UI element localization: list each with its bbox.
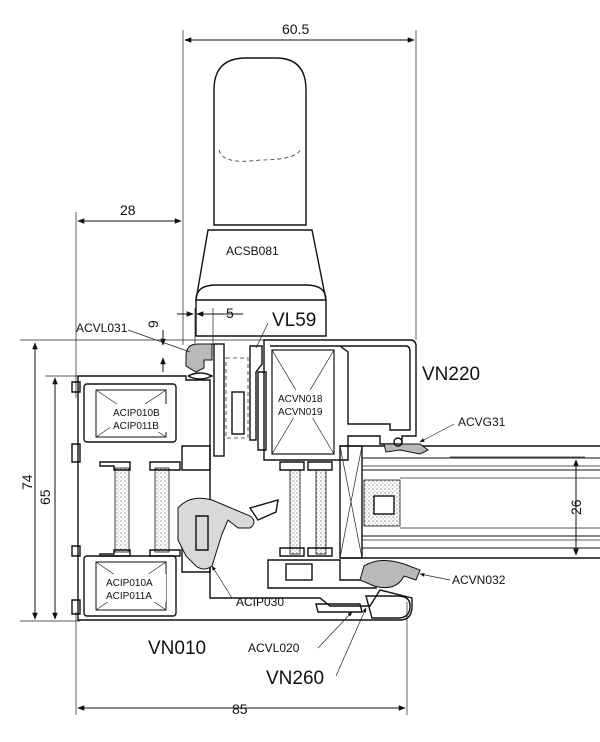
dimension-glass-thickness: 26 <box>450 456 585 559</box>
dim-bottom-width-label: 85 <box>232 701 248 717</box>
label-acvl031: ACVL031 <box>76 321 128 335</box>
dim-gap-small-label: 5 <box>226 305 234 321</box>
dim-top-width-label: 60.5 <box>282 21 309 37</box>
label-acvn032: ACVN032 <box>452 573 506 587</box>
label-vn260: VN260 <box>266 668 324 689</box>
dim-height-total-label: 74 <box>19 474 35 490</box>
label-acvn018: ACVN018 <box>278 394 323 405</box>
gasket-acvl031 <box>185 343 214 380</box>
sash-profile-vn220 <box>257 339 417 589</box>
gasket-acvl020 <box>315 603 363 613</box>
dim-glass-thickness-label: 26 <box>568 499 584 515</box>
profile-vn260 <box>365 595 411 619</box>
gasket-acip030 <box>177 497 279 570</box>
dim-gap-nine-label: 9 <box>145 320 161 328</box>
dimension-top-width: 60.5 <box>182 21 417 345</box>
label-acip010b: ACIP010B <box>113 408 160 419</box>
gasket-acvg31 <box>383 437 429 455</box>
dimension-gap-nine: 9 <box>145 320 166 372</box>
dimension-left-offset: 28 <box>75 202 182 398</box>
label-acip011a: ACIP011A <box>106 591 152 602</box>
label-acsb081: ACSB081 <box>226 244 279 258</box>
glazing-unit <box>339 445 600 559</box>
label-vl59: VL59 <box>272 310 316 331</box>
dim-left-offset-label: 28 <box>120 202 136 218</box>
dimension-bottom-width: 85 <box>75 602 408 717</box>
handle-acsb081: ACSB081 <box>195 57 327 337</box>
label-acip011b: ACIP011B <box>113 421 159 432</box>
label-acvg31: ACVG31 <box>458 415 506 429</box>
label-vn220: VN220 <box>422 364 480 385</box>
dim-height-frame-label: 65 <box>37 489 53 505</box>
label-acip010a: ACIP010A <box>106 578 153 589</box>
profile-vl59 <box>213 343 263 457</box>
label-acip030: ACIP030 <box>236 595 284 609</box>
label-vn010: VN010 <box>148 638 206 659</box>
dimension-height-frame: 65 <box>37 375 80 620</box>
label-acvl020: ACVL020 <box>248 641 300 655</box>
label-acvn019: ACVN019 <box>278 407 323 418</box>
gasket-acvn032 <box>359 560 421 589</box>
dimension-gap-small: 5 <box>177 305 243 345</box>
leader-lines <box>127 322 455 677</box>
